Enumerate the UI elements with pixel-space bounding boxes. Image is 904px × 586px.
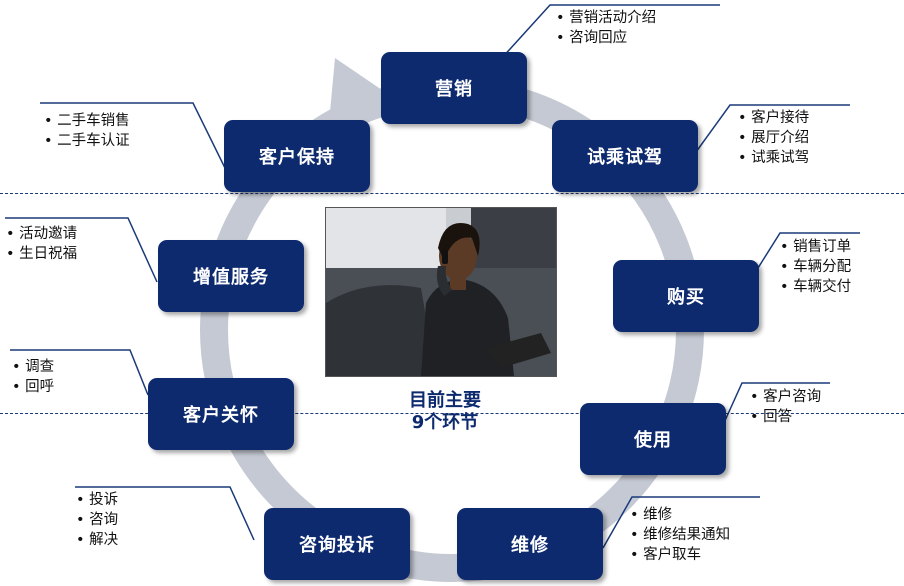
connector-care	[10, 349, 149, 396]
list-retention: 二手车销售 二手车认证	[44, 111, 130, 151]
list-item: 活动邀请	[6, 224, 77, 244]
list-value-added: 活动邀请 生日祝福	[6, 224, 77, 264]
list-item: 车辆交付	[780, 277, 851, 297]
list-item: 咨询	[76, 510, 118, 530]
list-item: 试乘试驾	[738, 148, 809, 168]
list-test-drive: 客户接待 展厅介绍 试乘试驾	[738, 108, 809, 168]
stage-test-drive-button[interactable]: 试乘试驾	[552, 120, 698, 192]
stage-care-button[interactable]: 客户关怀	[148, 378, 294, 450]
list-item: 咨询回应	[556, 28, 656, 48]
list-complaint: 投诉 咨询 解决	[76, 490, 118, 550]
connector-repair	[602, 496, 760, 549]
list-item: 解决	[76, 530, 118, 550]
list-item: 维修结果通知	[630, 525, 730, 545]
stage-complaint-button[interactable]: 咨询投诉	[264, 508, 410, 580]
connector-value-added	[5, 217, 158, 283]
list-item: 生日祝福	[6, 244, 77, 264]
list-purchase: 销售订单 车辆分配 车辆交付	[780, 237, 851, 297]
list-item: 车辆分配	[780, 257, 851, 277]
list-item: 投诉	[76, 490, 118, 510]
list-usage: 客户咨询 回答	[750, 387, 821, 427]
stage-usage-button[interactable]: 使用	[580, 403, 726, 475]
list-item: 营销活动介绍	[556, 8, 656, 28]
list-item: 调查	[12, 357, 54, 377]
list-item: 展厅介绍	[738, 128, 809, 148]
stage-purchase-button[interactable]: 购买	[613, 260, 759, 332]
list-item: 客户咨询	[750, 387, 821, 407]
list-item: 客户接待	[738, 108, 809, 128]
divider-top	[0, 193, 904, 194]
stage-repair-button[interactable]: 维修	[457, 508, 603, 580]
connector-test-drive	[695, 104, 850, 153]
divider-bottom	[0, 413, 904, 414]
stage-value-added-button[interactable]: 增值服务	[158, 240, 304, 312]
list-marketing: 营销活动介绍 咨询回应	[556, 8, 656, 48]
ring-arrowhead	[330, 58, 382, 112]
list-item: 二手车销售	[44, 111, 130, 131]
list-item: 销售订单	[780, 237, 851, 257]
connector-complaint	[75, 486, 255, 541]
center-photo	[325, 207, 557, 377]
list-item: 维修	[630, 505, 730, 525]
list-item: 回呼	[12, 377, 54, 397]
center-title-line1: 目前主要	[409, 390, 481, 411]
connector-purchase	[757, 232, 860, 269]
list-item: 客户取车	[630, 545, 730, 565]
stage-marketing-button[interactable]: 营销	[381, 52, 527, 124]
connector-usage	[722, 382, 830, 426]
list-care: 调查 回呼	[12, 357, 54, 397]
center-title-line2: 9个环节	[411, 412, 479, 433]
connector-marketing	[499, 4, 720, 61]
stage-retention-button[interactable]: 客户保持	[224, 120, 370, 192]
list-repair: 维修 维修结果通知 客户取车	[630, 505, 730, 565]
connector-retention	[40, 102, 226, 169]
list-item: 二手车认证	[44, 131, 130, 151]
center-title: 目前主要 9个环节	[370, 390, 520, 434]
list-item: 回答	[750, 407, 821, 427]
